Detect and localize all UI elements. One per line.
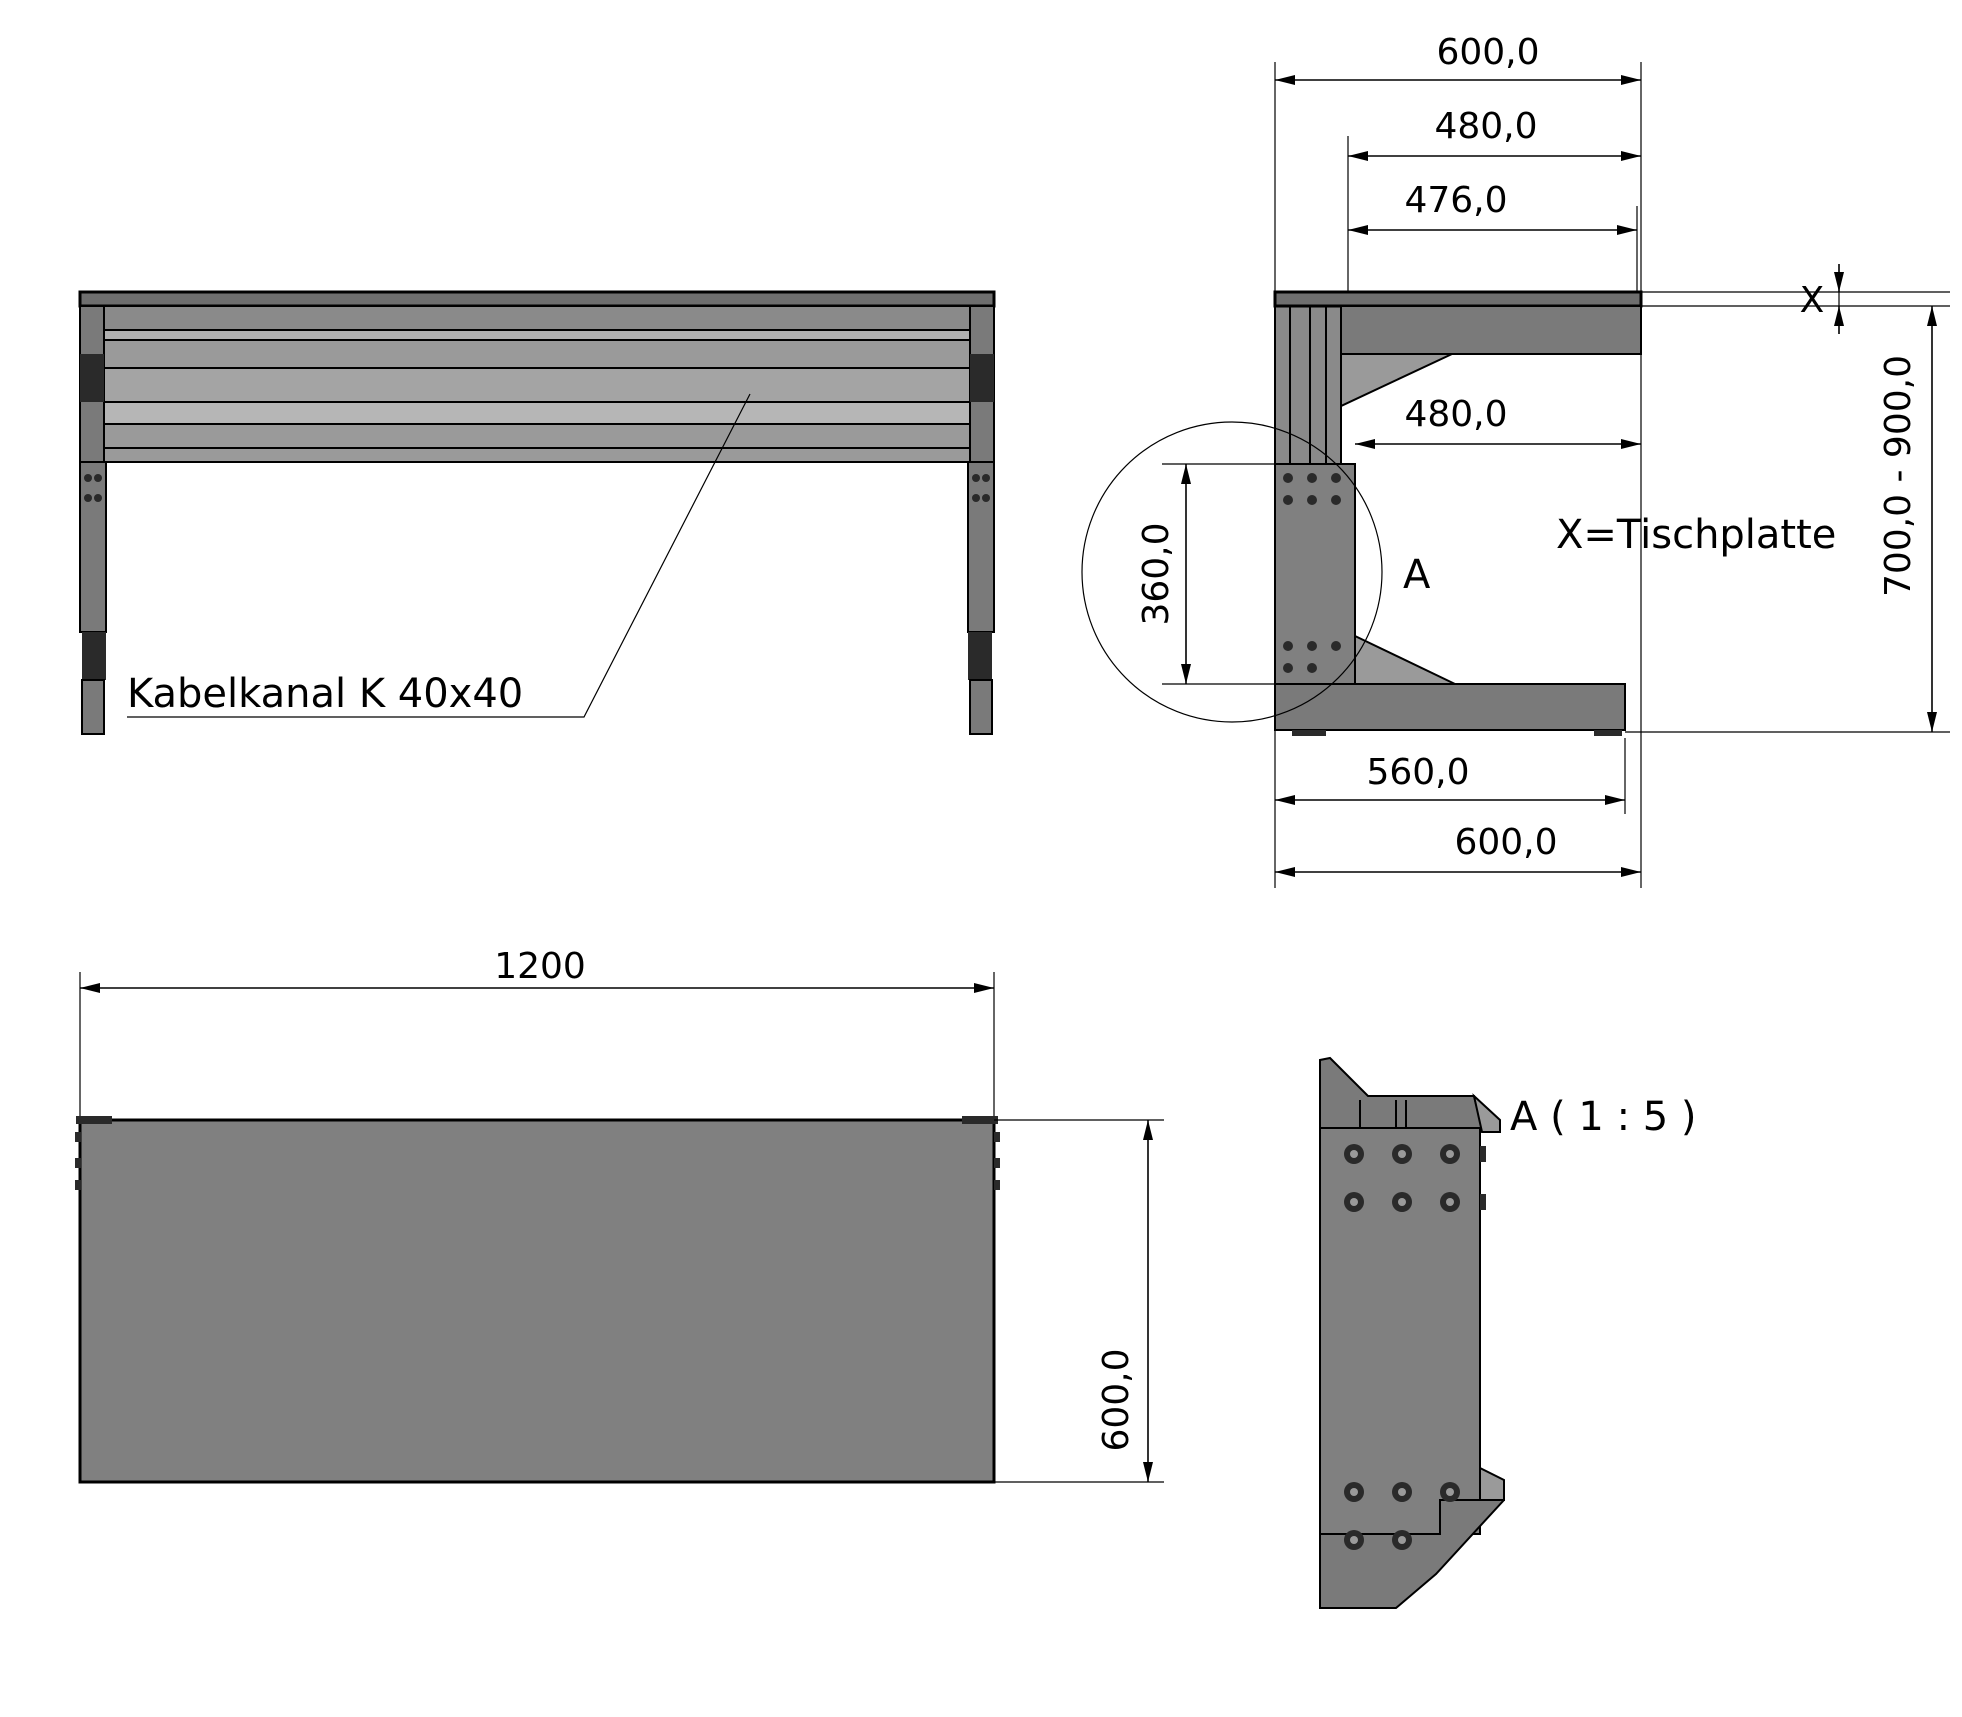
side-view: A 600,0 480,0 476,0 480,0 560,0 600,0 36…	[1081, 32, 1950, 888]
front-foot-left	[81, 679, 105, 735]
side-glide-right	[1594, 730, 1622, 736]
front-foot-sleeve-left	[82, 632, 106, 680]
front-frame-rail	[103, 401, 971, 425]
side-column-bolts	[1283, 473, 1341, 673]
side-foot	[1274, 683, 1626, 731]
cable-duct-leader	[127, 393, 751, 718]
detail-top-bracket-side	[1472, 1093, 1501, 1133]
front-leg-bolts	[84, 474, 990, 502]
dim-side-x: X	[1800, 280, 1825, 321]
detail-bolt-centers	[1350, 1150, 1454, 1544]
detail-top-bracket	[1319, 1056, 1484, 1129]
front-clamp-left	[80, 354, 104, 402]
dim-side-top-476: 476,0	[1404, 180, 1507, 221]
top-view: 1200 600,0	[75, 946, 1164, 1484]
detail-title: A ( 1 : 5 )	[1510, 1094, 1697, 1140]
dim-side-360: 360,0	[1136, 522, 1177, 625]
detail-marker-a: A	[1403, 552, 1431, 598]
dim-side-top-600: 600,0	[1436, 32, 1539, 73]
top-clamps	[75, 1132, 1000, 1190]
dim-side-mid-480: 480,0	[1404, 394, 1507, 435]
side-top-arm	[1340, 305, 1642, 355]
top-tabletop	[78, 1118, 996, 1484]
detail-main-plate	[1319, 1127, 1481, 1535]
side-bottom-brace	[1354, 634, 1456, 685]
x-note: X=Tischplatte	[1556, 512, 1836, 558]
front-leg-left	[79, 461, 107, 633]
front-leg-right	[967, 461, 995, 633]
front-frame-rail	[103, 367, 971, 403]
top-corner-left	[76, 1116, 112, 1124]
front-frame-rail	[103, 329, 971, 341]
front-foot-right	[969, 679, 993, 735]
front-foot-sleeve-right	[968, 632, 992, 680]
side-upper-column	[1274, 291, 1342, 465]
dim-side-top-480: 480,0	[1434, 106, 1537, 147]
side-glide-left	[1292, 730, 1326, 736]
front-frame-rail	[103, 423, 971, 463]
front-tabletop	[78, 290, 996, 308]
side-top-brace	[1340, 353, 1453, 408]
detail-side-tab	[1479, 1466, 1505, 1501]
cable-duct-label: Kabelkanal K 40x40	[127, 671, 523, 717]
dim-side-bottom-560: 560,0	[1366, 752, 1469, 793]
detail-view-a: A ( 1 : 5 )	[1319, 1056, 1697, 1609]
front-frame-rail	[103, 305, 971, 331]
side-tabletop	[1273, 290, 1643, 308]
detail-circle-a	[1081, 421, 1383, 723]
dim-side-bottom-600: 600,0	[1454, 822, 1557, 863]
front-cable-duct	[103, 339, 971, 369]
front-clamp-right	[970, 354, 994, 402]
dim-top-600: 600,0	[1096, 1348, 1137, 1451]
dim-side-700-900: 700,0 - 900,0	[1878, 355, 1919, 597]
front-view: Kabelkanal K 40x40	[78, 290, 996, 735]
top-corner-right	[962, 1116, 998, 1124]
dim-top-1200: 1200	[494, 946, 586, 987]
